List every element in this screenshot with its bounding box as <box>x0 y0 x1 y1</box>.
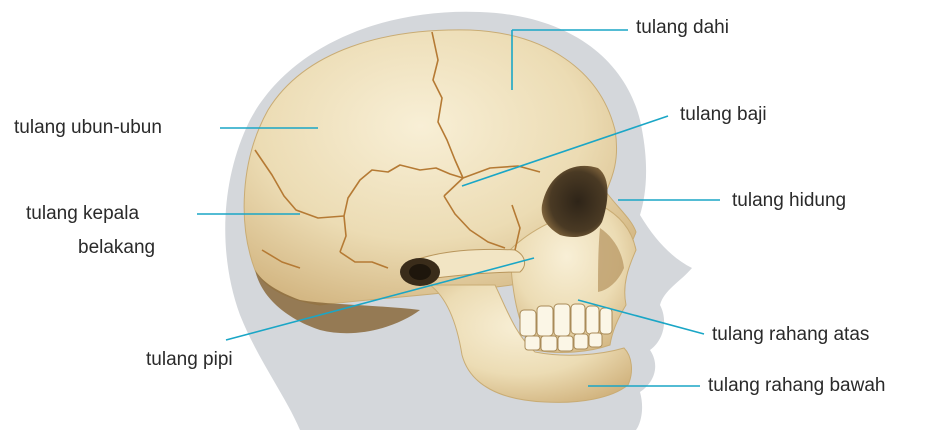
label-tulang-pipi: tulang pipi <box>146 348 233 372</box>
label-tulang-ubun-ubun: tulang ubun-ubun <box>14 116 162 140</box>
label-tulang-baji: tulang baji <box>680 103 767 127</box>
label-tulang-rahang-bawah: tulang rahang bawah <box>708 374 885 398</box>
label-tulang-kepala: tulang kepala <box>26 202 139 226</box>
label-tulang-hidung: tulang hidung <box>732 189 846 213</box>
teeth <box>520 304 612 351</box>
label-tulang-rahang-atas: tulang rahang atas <box>712 323 869 347</box>
label-tulang-dahi: tulang dahi <box>636 16 729 40</box>
label-belakang: belakang <box>78 236 155 260</box>
